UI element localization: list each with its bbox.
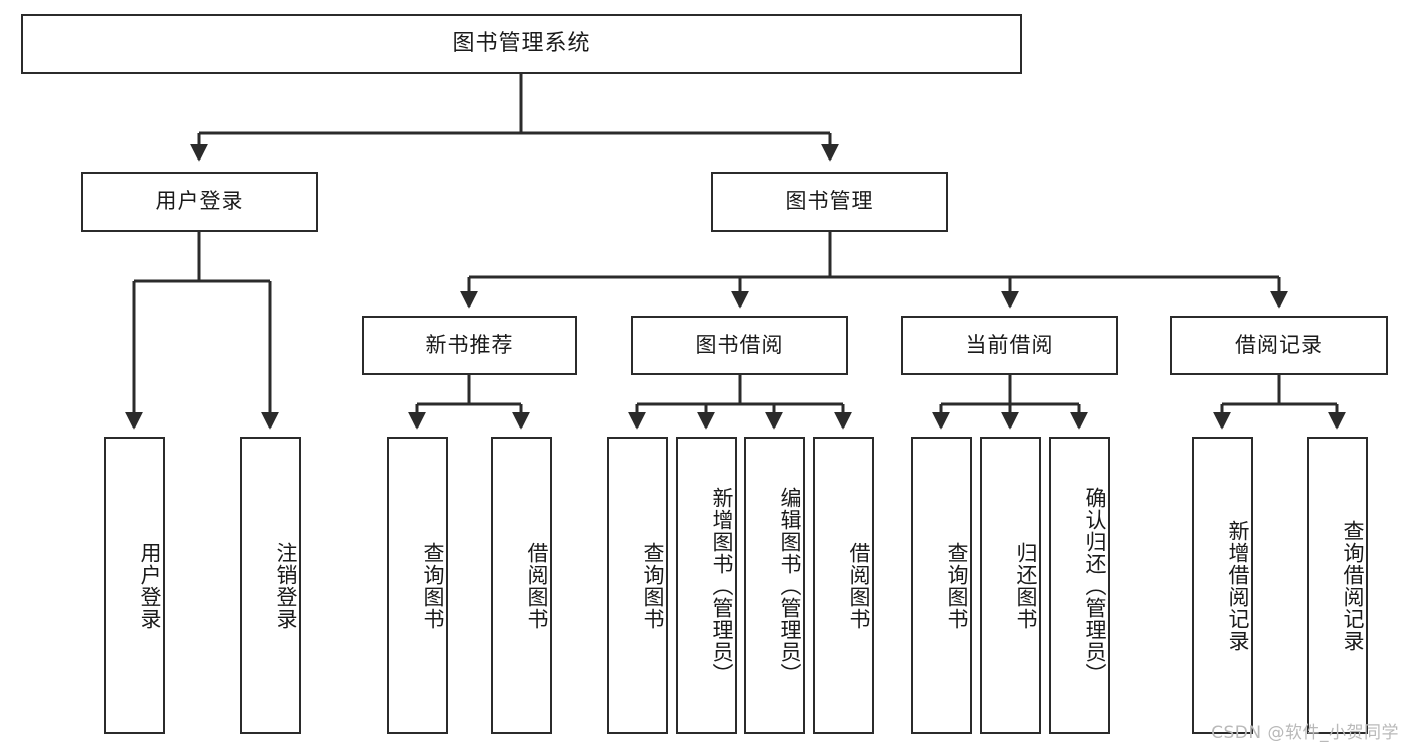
node-new-book-recommendation[interactable]: 新书推荐 (362, 316, 577, 375)
node-borrowing-records-label: 借阅记录 (1235, 332, 1323, 357)
leaf-edit-book-admin-label: 编辑图书（管理员） (778, 486, 802, 685)
node-user-login[interactable]: 用户登录 (81, 172, 318, 232)
leaf-return-books-label: 归还图书 (1014, 541, 1038, 630)
leaf-confirm-return-admin[interactable]: 确认归还（管理员） (1049, 437, 1110, 734)
node-book-management-label: 图书管理 (785, 189, 874, 214)
root-node-label: 图书管理系统 (452, 30, 591, 56)
leaf-query-books-1-label: 查询图书 (421, 541, 445, 630)
leaf-add-borrow-record[interactable]: 新增借阅记录 (1192, 437, 1253, 734)
node-borrowing-records[interactable]: 借阅记录 (1170, 316, 1388, 375)
node-book-management[interactable]: 图书管理 (711, 172, 948, 232)
node-book-borrowing-label: 图书借阅 (695, 332, 784, 357)
leaf-user-login[interactable]: 用户登录 (104, 437, 165, 734)
leaf-add-book-admin[interactable]: 新增图书（管理员） (676, 437, 737, 734)
leaf-user-login-label: 用户登录 (138, 541, 162, 630)
leaf-add-borrow-record-label: 新增借阅记录 (1226, 519, 1250, 652)
node-new-book-recommendation-label: 新书推荐 (425, 332, 514, 357)
leaf-borrow-books-1-label: 借阅图书 (525, 541, 549, 630)
node-current-borrowing[interactable]: 当前借阅 (901, 316, 1118, 375)
leaf-query-books-1[interactable]: 查询图书 (387, 437, 448, 734)
leaf-logout-label: 注销登录 (274, 541, 298, 630)
leaf-query-books-3-label: 查询图书 (945, 541, 969, 630)
leaf-query-borrow-record-label: 查询借阅记录 (1341, 519, 1365, 652)
node-current-borrowing-label: 当前借阅 (965, 332, 1054, 357)
leaf-return-books[interactable]: 归还图书 (980, 437, 1041, 734)
leaf-query-books-2[interactable]: 查询图书 (607, 437, 668, 734)
leaf-add-book-admin-label: 新增图书（管理员） (710, 486, 734, 685)
leaf-logout[interactable]: 注销登录 (240, 437, 301, 734)
leaf-borrow-books-2[interactable]: 借阅图书 (813, 437, 874, 734)
leaf-query-books-2-label: 查询图书 (641, 541, 665, 630)
leaf-borrow-books-1[interactable]: 借阅图书 (491, 437, 552, 734)
csdn-watermark: CSDN @软件_小贺同学 (1211, 723, 1399, 743)
node-user-login-label: 用户登录 (155, 189, 244, 214)
leaf-borrow-books-2-label: 借阅图书 (847, 541, 871, 630)
leaf-query-borrow-record[interactable]: 查询借阅记录 (1307, 437, 1368, 734)
leaf-edit-book-admin[interactable]: 编辑图书（管理员） (744, 437, 805, 734)
root-node-library-management-system[interactable]: 图书管理系统 (21, 14, 1022, 74)
node-book-borrowing[interactable]: 图书借阅 (631, 316, 848, 375)
leaf-query-books-3[interactable]: 查询图书 (911, 437, 972, 734)
leaf-confirm-return-admin-label: 确认归还（管理员） (1083, 486, 1107, 685)
